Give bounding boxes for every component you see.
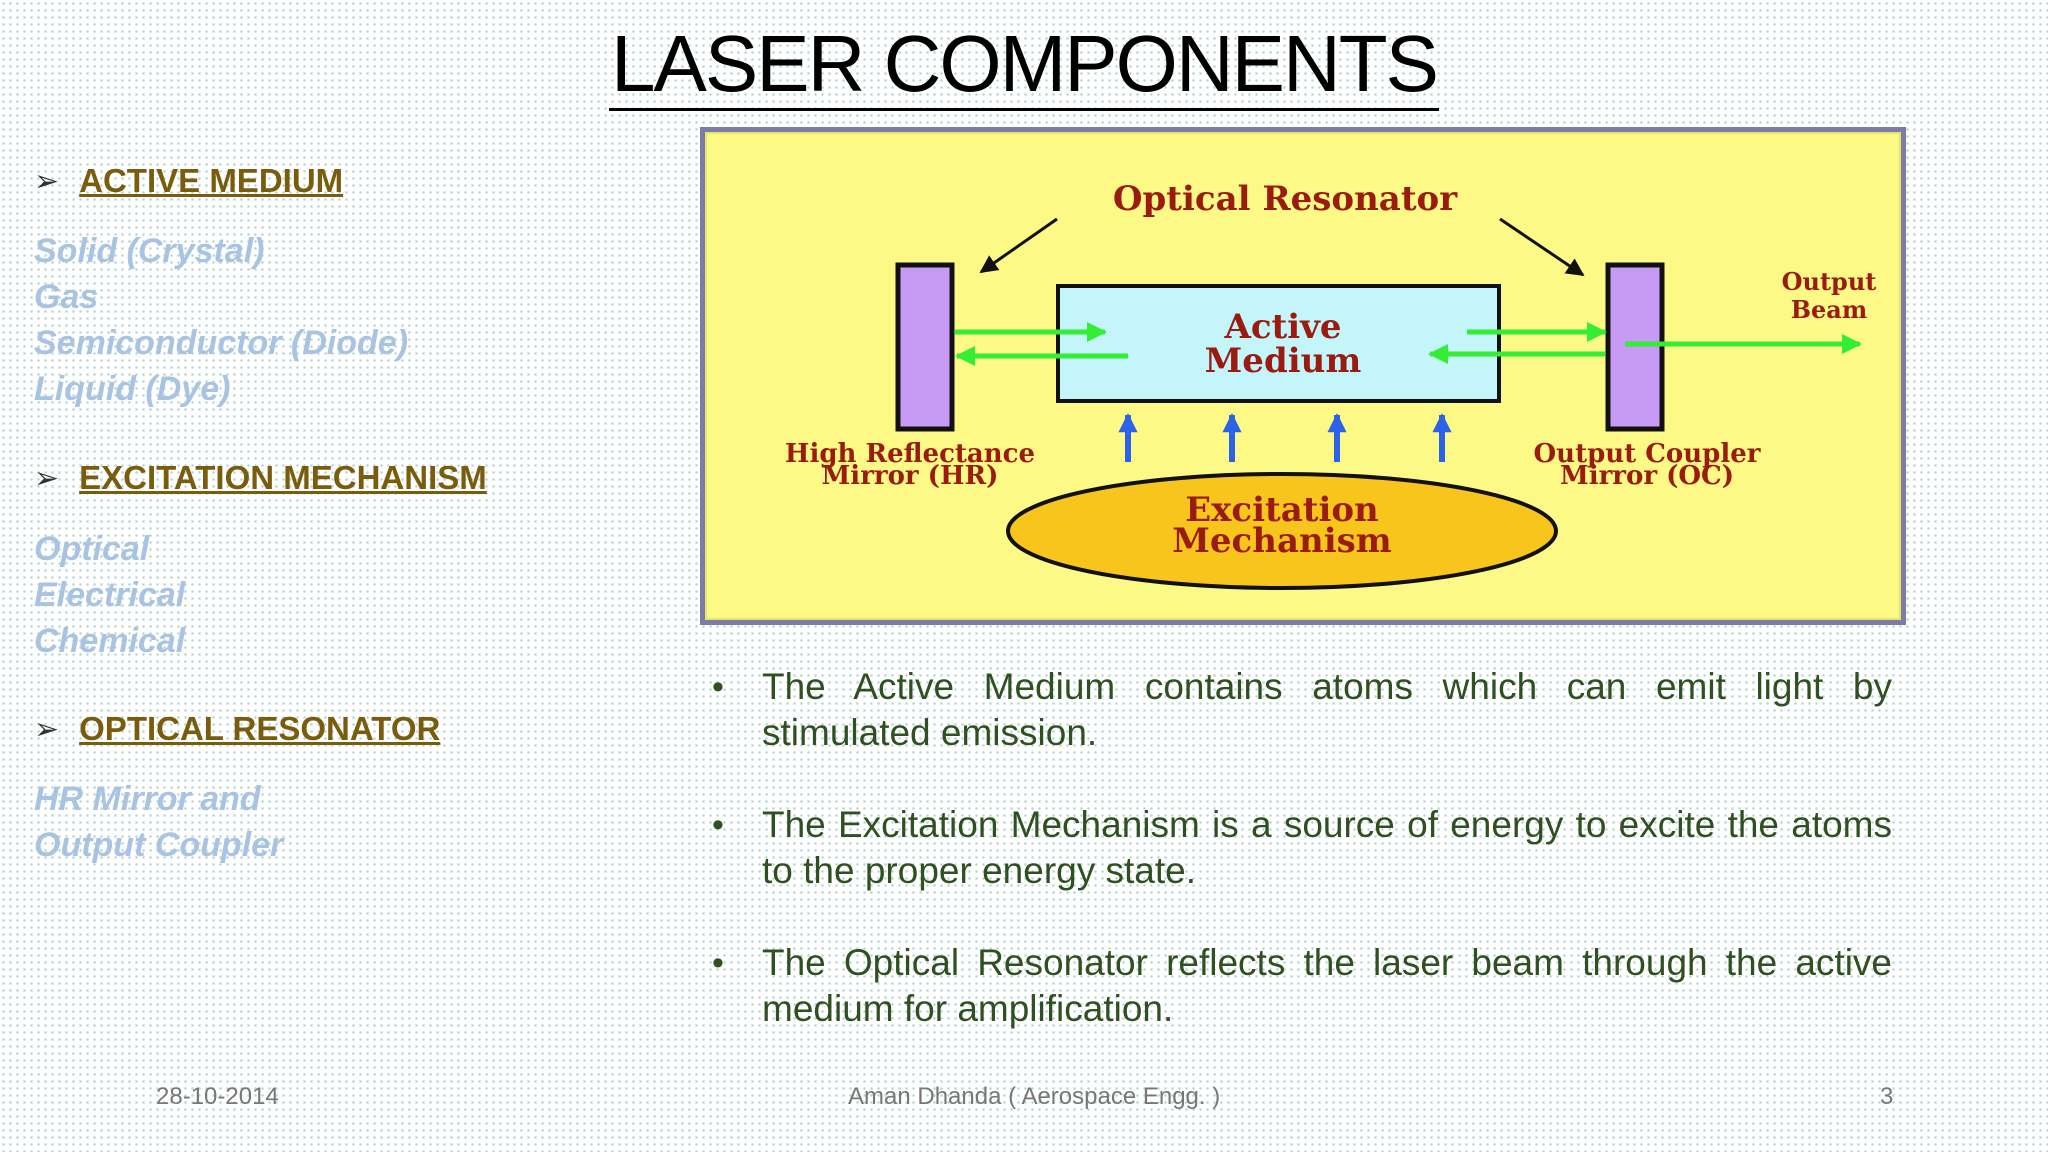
output-beam-label: Beam [1791,295,1868,324]
list-item: Liquid (Dye) [34,370,231,408]
list-item: Solid (Crystal) [34,232,265,270]
section-heading-excitation-mechanism: ➢ EXCITATION MECHANISM [34,459,487,496]
hr-mirror [895,262,955,432]
laser-diagram: Optical Resonator Active Medium Output B… [700,127,1906,625]
bullet-item: • The Active Medium contains atoms which… [712,666,1892,753]
optical-resonator-label: Optical Resonator [1113,179,1458,219]
bullet-dot-icon: • [712,806,724,844]
arrow-bullet-icon: ➢ [34,712,60,746]
laser-diagram-svg: Optical Resonator Active Medium Output B… [705,132,1901,620]
list-item: Semiconductor (Diode) [34,324,409,362]
list-item: Electrical [34,576,186,614]
active-medium-box [1056,284,1501,403]
list-item: HR Mirror and [34,780,261,818]
pointer-arrow-right [1499,217,1585,277]
hr-mirror-label: High Reflectance [785,439,1035,469]
bullet-list: • The Active Medium contains atoms which… [710,664,1892,1078]
list-item: Chemical [34,622,186,660]
bullet-item: • The Optical Resonator reflects the las… [712,942,1892,1029]
footer-date: 28-10-2014 [156,1083,279,1110]
section-heading-active-medium: ➢ ACTIVE MEDIUM [34,162,344,199]
excitation-label: Excitation [1185,490,1379,530]
oc-mirror-label: Output Coupler [1534,439,1761,469]
footer-author: Aman Dhanda ( Aerospace Engg. ) [848,1083,1221,1110]
list-item: Optical [34,530,150,568]
bullet-item: • The Excitation Mechanism is a source o… [712,804,1892,891]
oc-mirror-label: Mirror (OC) [1560,461,1734,491]
list-item: Gas [34,278,99,316]
active-medium-label: Active [1223,307,1341,347]
oc-mirror [1605,262,1665,432]
footer-page-number: 3 [1880,1083,1894,1110]
active-medium-label: Medium [1205,341,1362,381]
hr-mirror-label: Mirror (HR) [822,461,999,491]
active-medium-list: Solid (Crystal) Gas Semiconductor (Diode… [34,228,408,412]
resonator-list: HR Mirror and Output Coupler [34,776,283,868]
slide-title: LASER COMPONENTS [0,14,2048,114]
bullet-dot-icon: • [712,944,724,982]
bullet-dot-icon: • [712,668,724,706]
excitation-list: Optical Electrical Chemical [34,526,185,664]
section-heading-optical-resonator: ➢ OPTICAL RESONATOR [34,710,441,747]
arrow-bullet-icon: ➢ [34,164,60,198]
excitation-label: Mechanism [1172,521,1391,561]
output-beam-label: Output [1782,267,1877,296]
excitation-ellipse [1006,472,1558,590]
pointer-arrow-left [979,217,1058,274]
arrow-bullet-icon: ➢ [34,461,60,495]
list-item: Output Coupler [34,826,284,864]
